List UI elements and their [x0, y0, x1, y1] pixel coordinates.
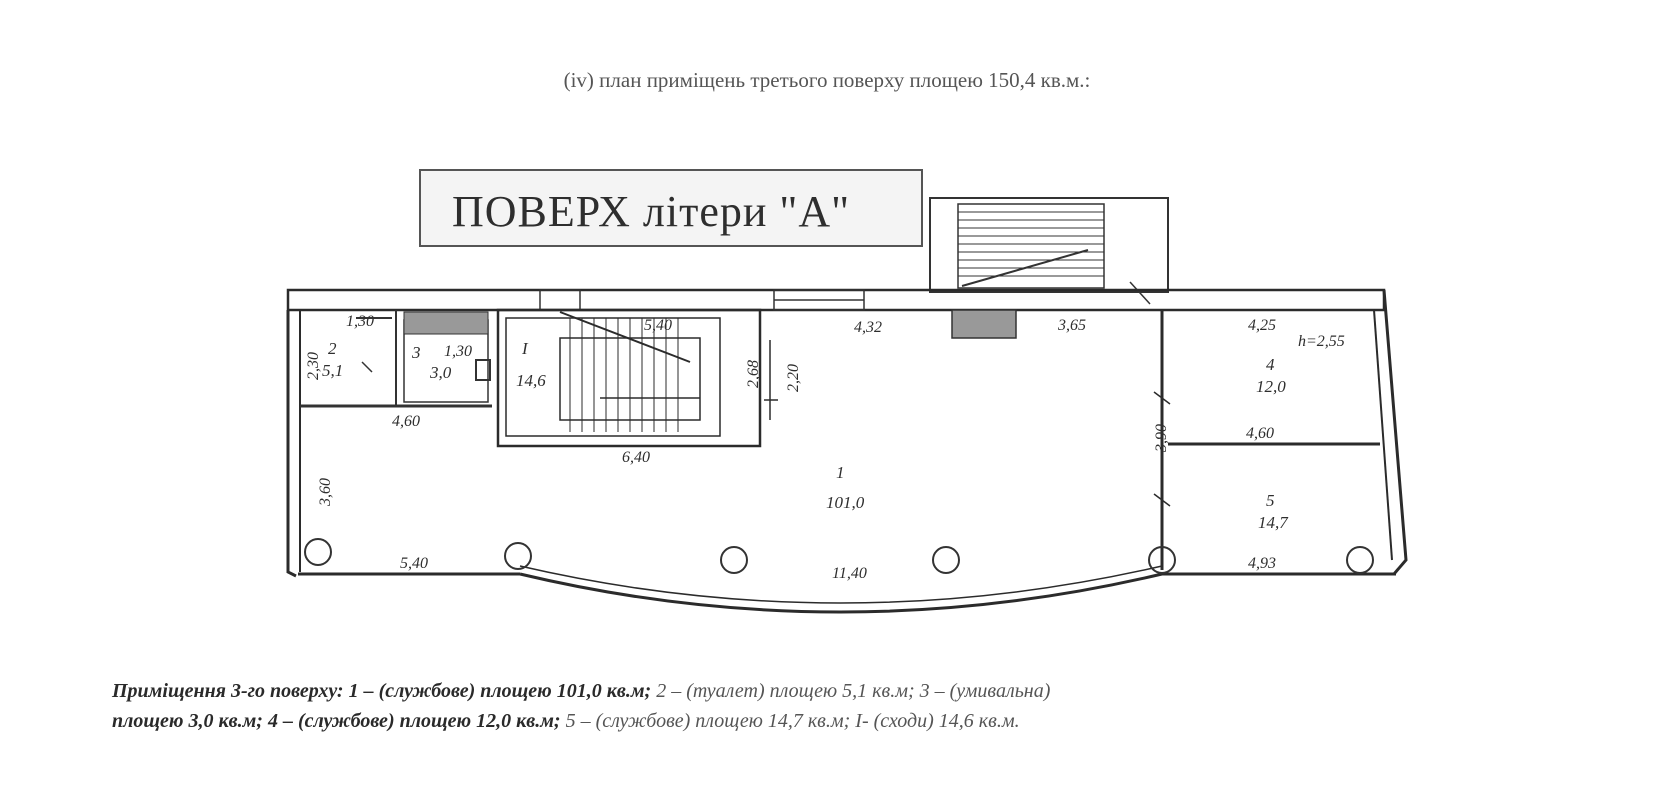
caption-line-2: площею 3,0 кв.м; 4 – (службове) площею 1…: [112, 706, 1592, 736]
room-5-number: 5: [1266, 491, 1275, 510]
dim-label: 11,40: [832, 565, 867, 582]
dim-label: 3,65: [1057, 317, 1086, 334]
dim-label: 2,68: [745, 360, 762, 388]
upper-stair-tower: [929, 197, 1169, 305]
rooms-caption: Приміщення 3-го поверху: 1 – (службове) …: [112, 676, 1592, 736]
caption-line-1-light: 2 – (туалет) площею 5,1 кв.м; 3 – (умива…: [651, 680, 1051, 702]
dim-label: 4,25: [1248, 317, 1276, 334]
room-5-area: 14,7: [1258, 513, 1289, 532]
caption-line-1: Приміщення 3-го поверху: 1 – (службове) …: [112, 676, 1592, 706]
room-2-area: 5,1: [322, 361, 343, 380]
column: [504, 542, 532, 570]
column: [1346, 546, 1374, 574]
caption-line-2-light: 5 – (службове) площею 14,7 кв.м; I- (схо…: [560, 710, 1020, 732]
room-2-number: 2: [328, 339, 337, 358]
room-4-number: 4: [1266, 355, 1275, 374]
caption-line-1-bold: Приміщення 3-го поверху: 1 – (службове) …: [112, 680, 652, 702]
room-3-area: 3,0: [429, 363, 452, 382]
stair-room-I: [496, 308, 778, 448]
column: [1148, 546, 1176, 574]
room-3-number: 3: [411, 343, 421, 362]
dim-label: 1,30: [346, 313, 374, 330]
plan-header: (iv) план приміщень третього поверху пло…: [563, 68, 1091, 92]
dim-label: h=2,55: [1298, 333, 1345, 350]
outer-walls: [286, 288, 1408, 614]
right-partitions: [1153, 310, 1380, 570]
banner: ПОВЕРХ літери "А": [419, 169, 923, 247]
room-I-area: 14,6: [516, 371, 546, 390]
windows: [539, 289, 865, 311]
column: [720, 546, 748, 574]
room-1-area: 101,0: [826, 493, 865, 512]
dim-label: 2,30: [305, 352, 322, 380]
column: [304, 538, 332, 566]
dim-label: 3,60: [317, 478, 334, 507]
dim-label: 5,40: [644, 317, 672, 334]
room-labels: 2 5,1 3 3,0 I 14,6 1 101,0 4 12,0 5 14,7: [322, 339, 1289, 532]
chimney: [951, 309, 1017, 339]
dim-label: 2,20: [785, 364, 802, 392]
room-4-area: 12,0: [1256, 377, 1286, 396]
dim-label: 5,40: [400, 555, 428, 572]
dim-label: 4,60: [1246, 425, 1274, 442]
column: [932, 546, 960, 574]
banner-text: ПОВЕРХ літери "А": [452, 187, 850, 236]
room-1-number: 1: [836, 463, 845, 482]
dim-label: 4,93: [1248, 555, 1276, 572]
dim-label: 6,40: [622, 449, 650, 466]
rooms-2-3: [300, 310, 492, 408]
dim-label: 1,30: [444, 343, 472, 360]
columns: [304, 538, 1374, 574]
dim-label: 4,32: [854, 319, 882, 336]
room-I-number: I: [521, 339, 529, 358]
caption-line-2-bold: площею 3,0 кв.м; 4 – (службове) площею 1…: [112, 710, 561, 732]
dim-label: 3,90: [1153, 424, 1170, 453]
dimension-labels: 1,30 2,30 1,30 4,60 3,60 5,40 6,40 5,40 …: [305, 313, 1345, 582]
dim-label: 4,60: [392, 413, 420, 430]
